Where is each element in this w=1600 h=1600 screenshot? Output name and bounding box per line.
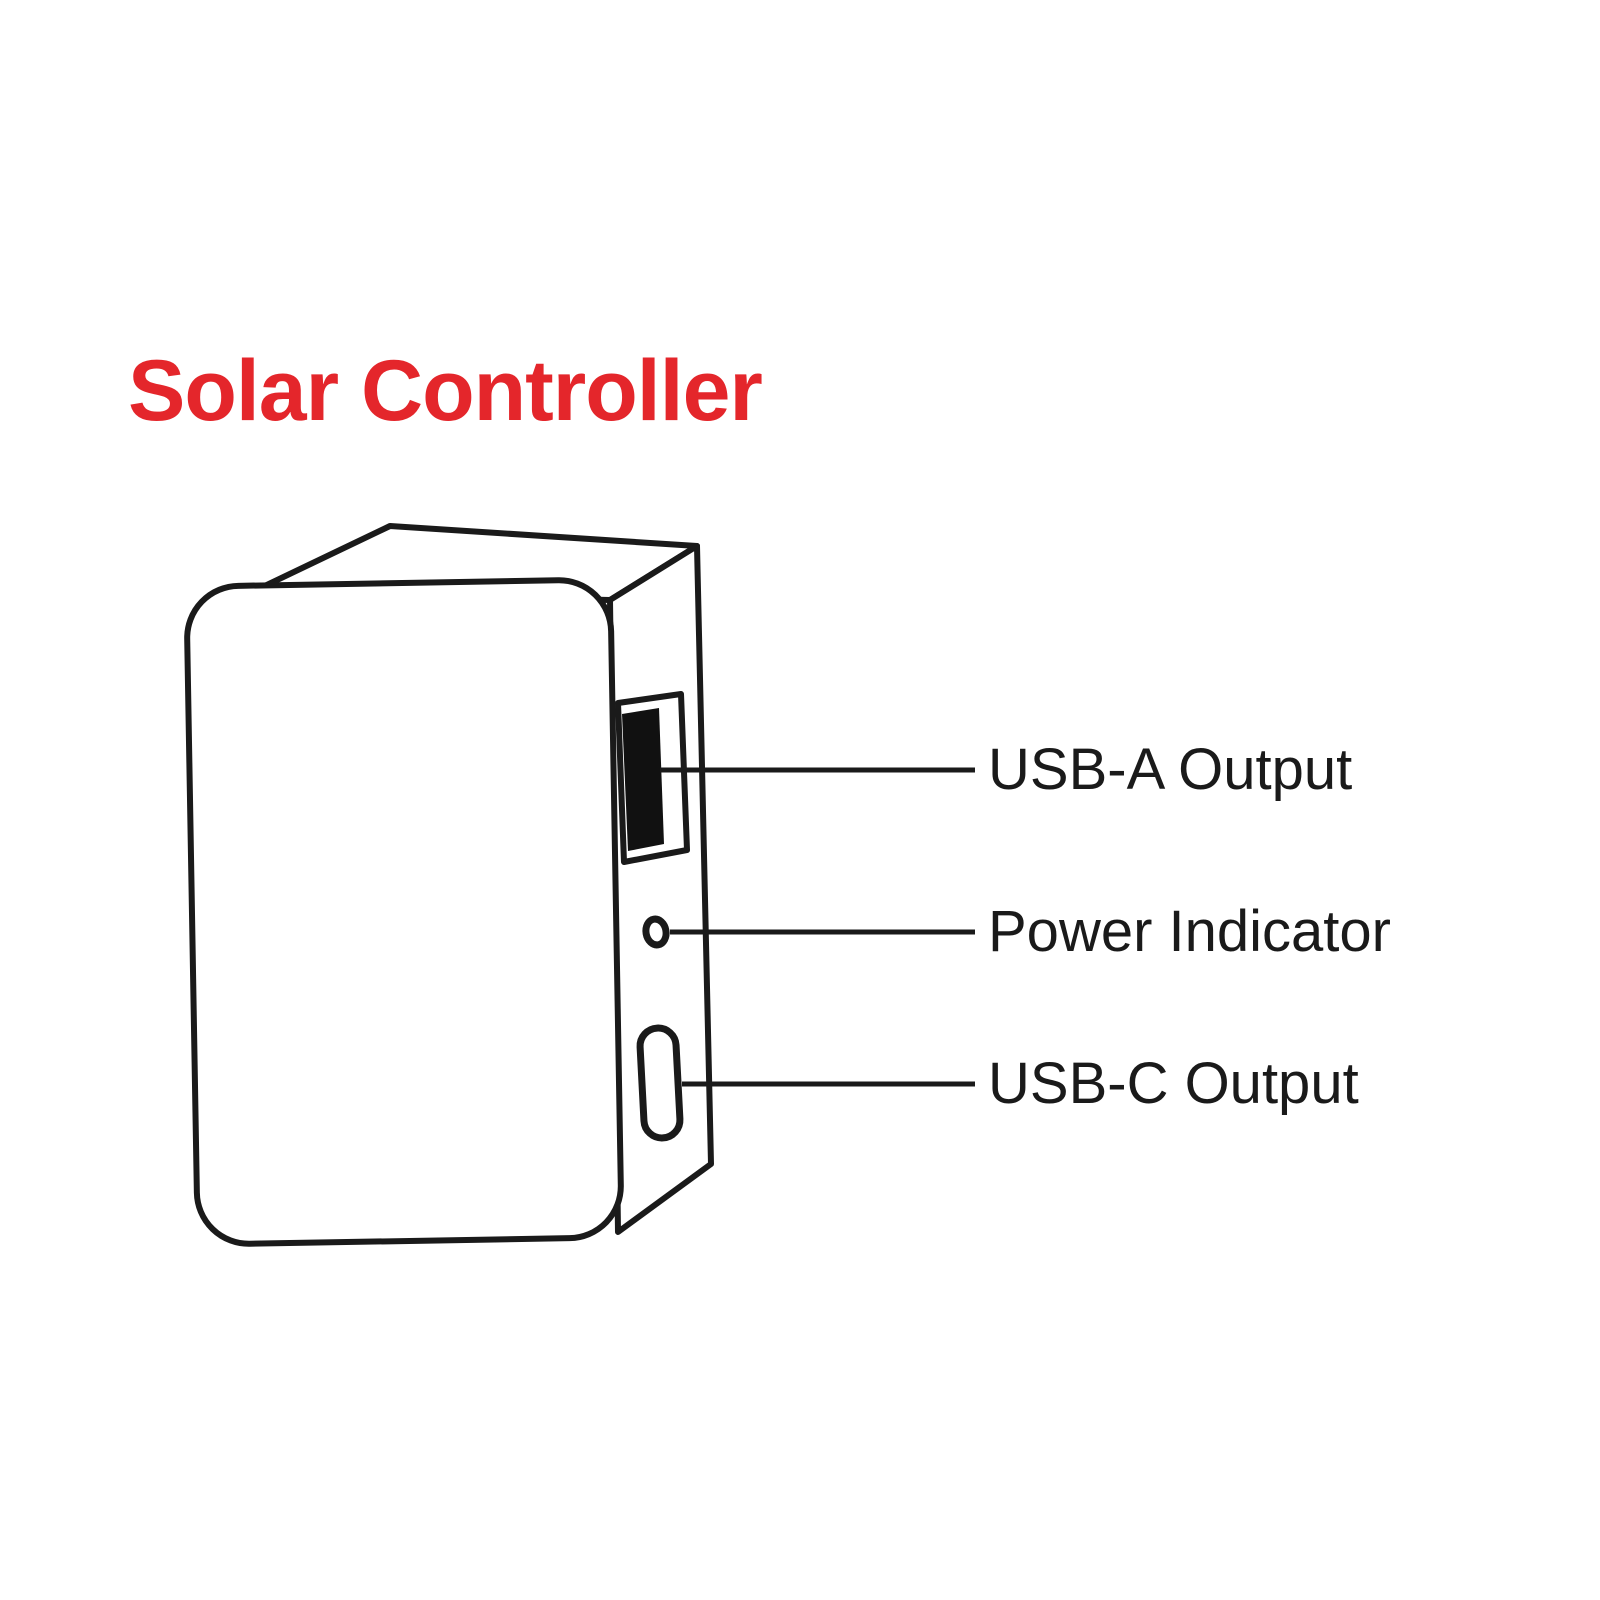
page-title: Solar Controller — [128, 343, 763, 439]
usb-a-port-inset — [622, 708, 664, 851]
label-usb-c-output: USB-C Output — [988, 1051, 1359, 1116]
label-power-indicator: Power Indicator — [988, 899, 1391, 964]
usb-c-port — [636, 1024, 684, 1142]
power-indicator-led — [642, 915, 670, 949]
device-front-face — [184, 577, 624, 1247]
label-usb-a-output: USB-A Output — [988, 737, 1353, 802]
